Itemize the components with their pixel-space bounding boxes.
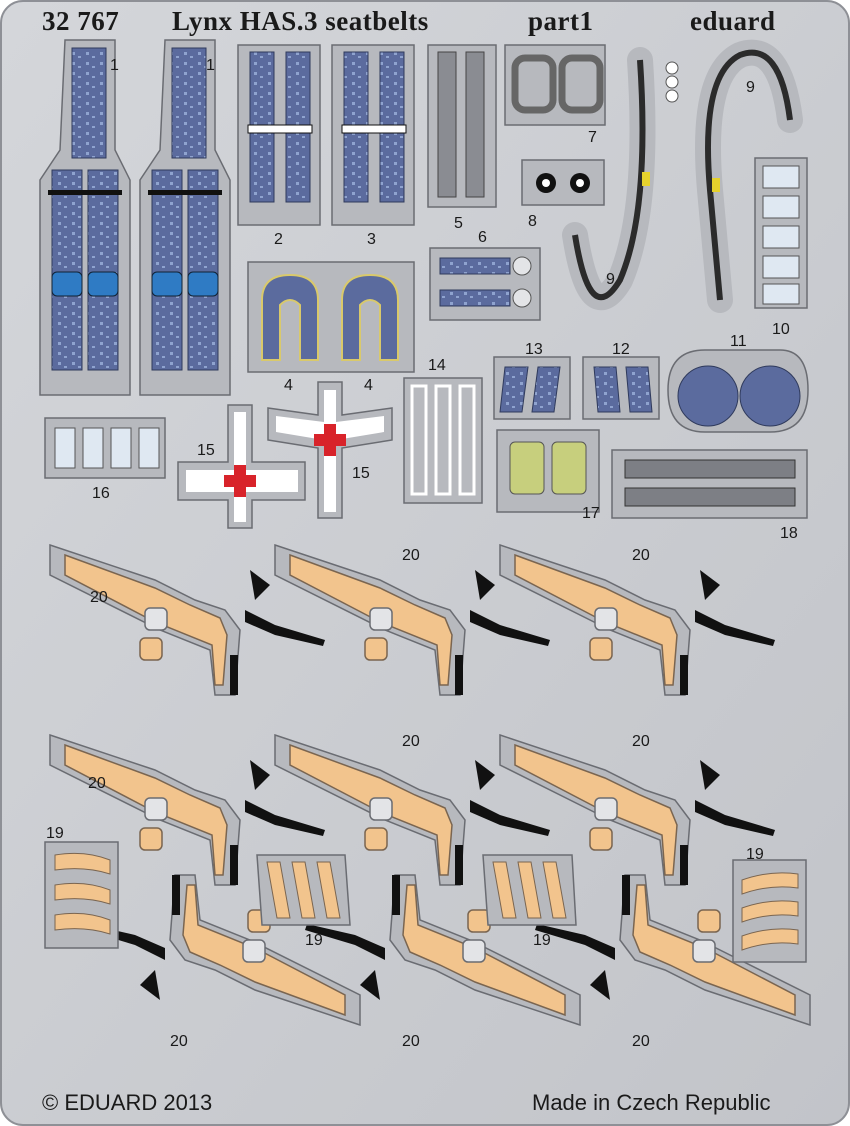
part-number: 14 bbox=[428, 357, 446, 374]
part-number: 2 bbox=[274, 231, 283, 248]
part-number: 8 bbox=[528, 213, 537, 230]
part-16-clips bbox=[44, 417, 166, 479]
part-19-straps-2 bbox=[256, 854, 351, 926]
part-17-pads bbox=[496, 429, 600, 513]
part-number: 7 bbox=[588, 129, 597, 146]
part-19-straps-4 bbox=[732, 859, 807, 963]
part-number: 20 bbox=[632, 733, 650, 750]
part-number: 9 bbox=[606, 271, 615, 288]
part-15-cross-left bbox=[177, 404, 306, 529]
set-number: 32 767 bbox=[42, 6, 120, 36]
part-number: 15 bbox=[352, 465, 370, 482]
set-title: Lynx HAS.3 seatbelts bbox=[172, 6, 429, 36]
part-7-buckles bbox=[504, 44, 606, 126]
part-11-cushions bbox=[667, 349, 809, 433]
brand-logo: eduard bbox=[690, 6, 776, 36]
part-number: 13 bbox=[525, 341, 543, 358]
part-number: 19 bbox=[746, 846, 764, 863]
part-13-straps bbox=[493, 356, 571, 420]
part-6-straps bbox=[429, 247, 541, 321]
origin-text: Made in Czech Republic bbox=[532, 1090, 771, 1115]
part-number: 4 bbox=[364, 377, 373, 394]
part-label: part1 bbox=[528, 6, 594, 36]
part-number: 20 bbox=[402, 733, 420, 750]
part-5-straps bbox=[427, 44, 497, 208]
part-number: 12 bbox=[612, 341, 630, 358]
part-number: 1 bbox=[110, 57, 119, 74]
part-19-straps-3 bbox=[482, 854, 577, 926]
part-number: 11 bbox=[730, 333, 747, 350]
part-8-hardware bbox=[521, 159, 605, 206]
part-number: 20 bbox=[402, 1033, 420, 1050]
part-number: 19 bbox=[305, 932, 323, 949]
part-number: 18 bbox=[780, 525, 798, 542]
part-10-clips bbox=[754, 157, 808, 309]
part-number: 6 bbox=[478, 229, 487, 246]
part-number: 20 bbox=[90, 589, 108, 606]
part-number: 5 bbox=[454, 215, 463, 232]
part-15-cross-right bbox=[267, 381, 393, 519]
part-number: 20 bbox=[88, 775, 106, 792]
part-number: 16 bbox=[92, 485, 110, 502]
part-19-straps-1 bbox=[44, 841, 119, 949]
part-14-frames bbox=[403, 377, 483, 504]
part-1-harness-right bbox=[139, 39, 231, 396]
part-number: 15 bbox=[197, 442, 215, 459]
part-number: 9 bbox=[746, 79, 755, 96]
copyright-text: © EDUARD 2013 bbox=[42, 1090, 213, 1115]
part-4-pads bbox=[247, 261, 415, 373]
part-number: 17 bbox=[582, 505, 600, 522]
part-number: 4 bbox=[284, 377, 293, 394]
part-9-cables bbox=[562, 39, 803, 313]
part-number: 20 bbox=[632, 1033, 650, 1050]
part-number: 20 bbox=[632, 547, 650, 564]
part-number: 3 bbox=[367, 231, 376, 248]
part-3-belts bbox=[331, 44, 415, 226]
part-1-harness-left bbox=[39, 39, 131, 396]
part-number: 20 bbox=[402, 547, 420, 564]
part-12-straps bbox=[582, 356, 660, 420]
part-number: 19 bbox=[46, 825, 64, 842]
part-number: 10 bbox=[772, 321, 790, 338]
part-number: 1 bbox=[206, 57, 215, 74]
part-18-plates bbox=[611, 449, 808, 519]
part-number: 20 bbox=[170, 1033, 188, 1050]
part-number: 19 bbox=[533, 932, 551, 949]
part-2-belts bbox=[237, 44, 321, 226]
